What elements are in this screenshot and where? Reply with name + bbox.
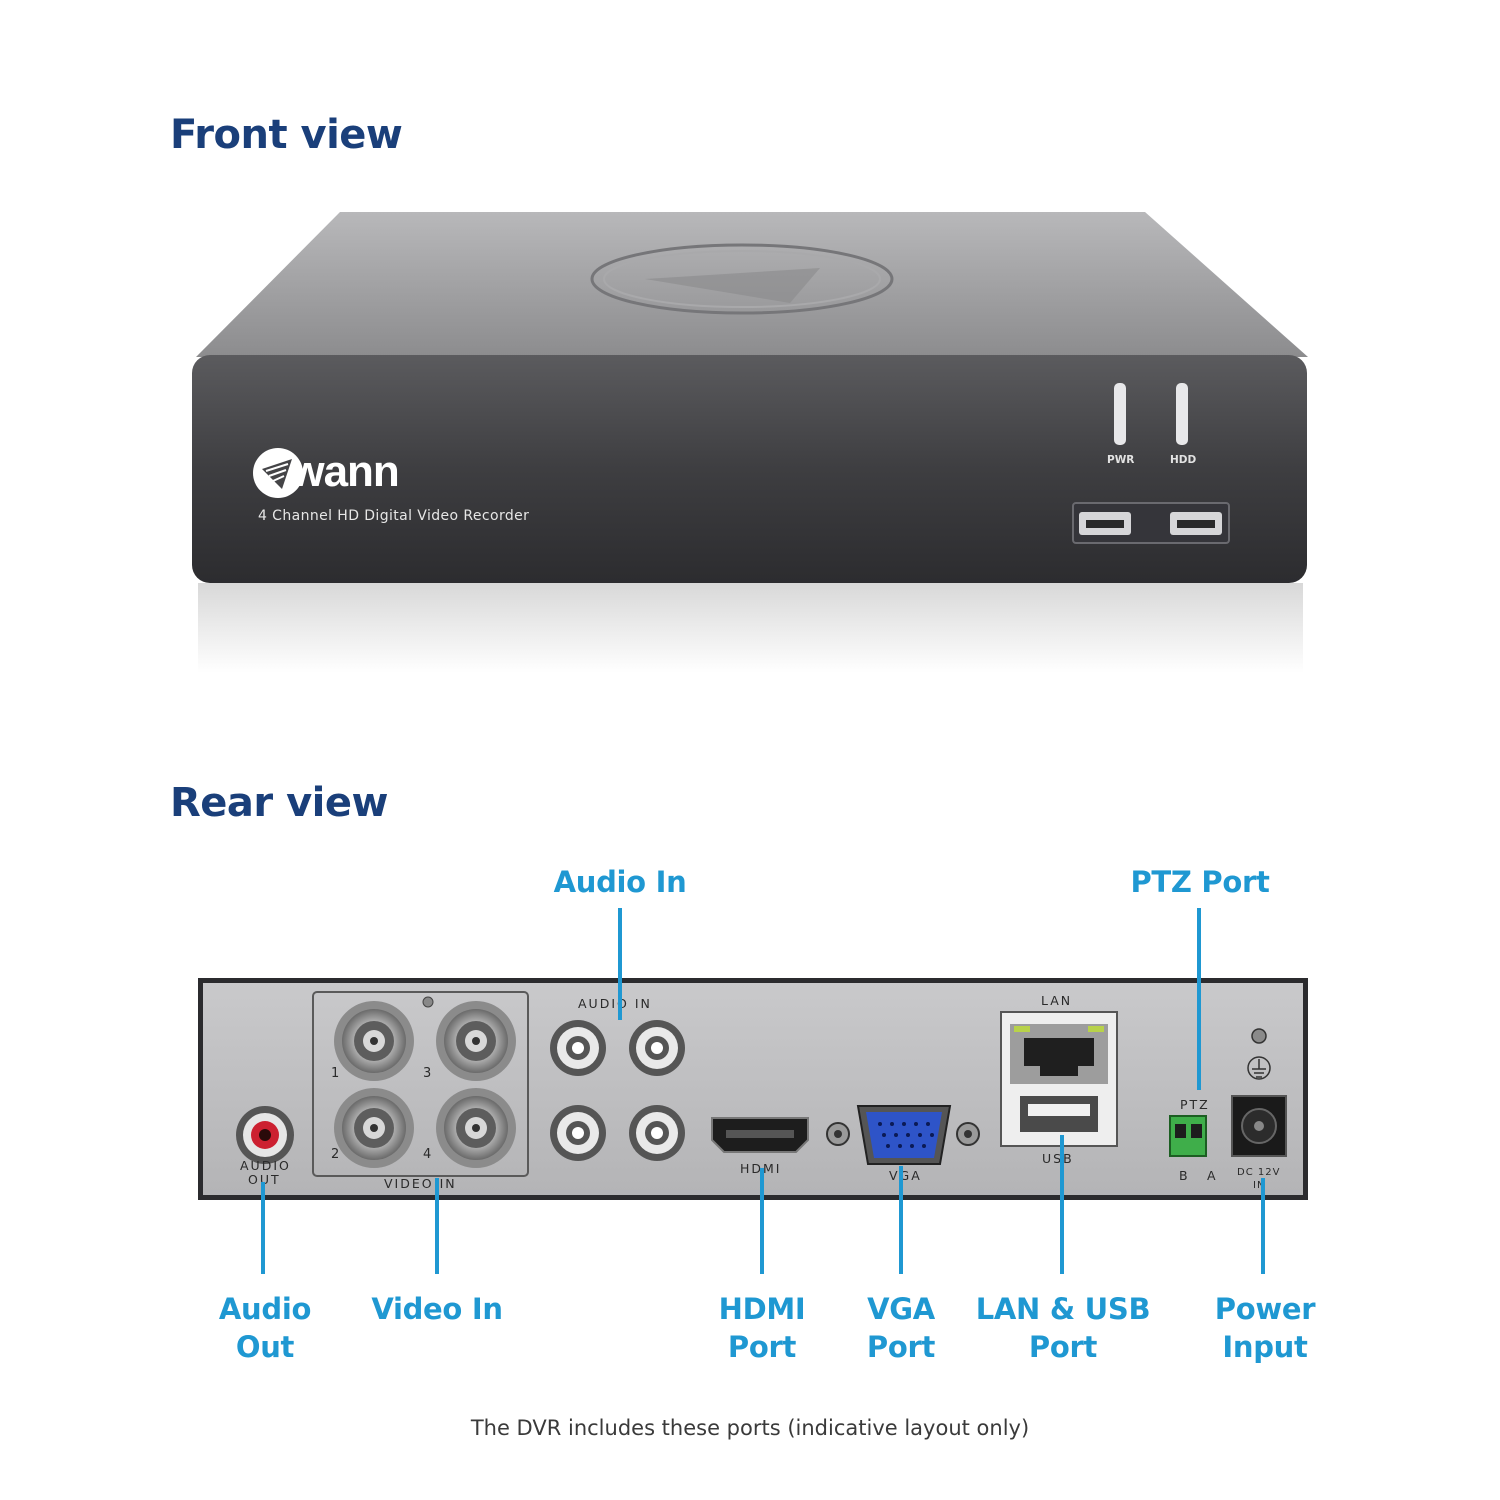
dc-panel-text-1: DC 12V — [1237, 1167, 1281, 1178]
vga-callout-2: Port — [866, 1330, 936, 1364]
audio-in-panel-text: AUDIO IN — [578, 996, 652, 1011]
swann-emblem-icon — [253, 448, 303, 498]
ptz-port-leader-line — [1197, 908, 1201, 1090]
video-in-panel-text: VIDEO IN — [384, 1176, 457, 1191]
dc-panel-text-2: IN — [1253, 1180, 1266, 1191]
lan-usb-callout-2: Port — [1028, 1330, 1098, 1364]
hdmi-callout-2: Port — [727, 1330, 797, 1364]
audio-out-callout-1: Audio — [218, 1292, 312, 1326]
ptz-panel-text: PTZ — [1180, 1097, 1210, 1112]
rear-view-heading: Rear view — [170, 780, 388, 826]
lan-usb-leader-line — [1060, 1135, 1064, 1274]
audio-out-leader-line — [261, 1182, 265, 1274]
ptz-a-panel-text: A — [1207, 1168, 1218, 1183]
dvr-front-image: Swann 4 Channel HD Digital Video Recorde… — [190, 205, 1315, 675]
vga-panel-text: VGA — [889, 1168, 922, 1183]
dvr-rear-panel — [198, 978, 1308, 1200]
video-channel-2: 2 — [331, 1147, 340, 1162]
power-callout-1: Power — [1214, 1292, 1316, 1326]
vga-callout-1: VGA — [867, 1292, 935, 1326]
audio-out-panel-text-1: AUDIO — [240, 1158, 291, 1173]
audio-out-panel-text-2: OUT — [248, 1172, 281, 1187]
front-view-heading: Front view — [170, 112, 403, 158]
lan-panel-text: LAN — [1041, 993, 1073, 1008]
power-callout-2: Input — [1222, 1330, 1308, 1364]
power-leader-line — [1261, 1178, 1265, 1274]
video-channel-3: 3 — [423, 1066, 432, 1081]
audio-in-callout: Audio In — [553, 865, 687, 899]
audio-in-leader-line — [618, 908, 622, 1020]
bnc-connectors — [334, 1001, 516, 1168]
swann-logo: Swann — [252, 447, 400, 498]
video-in-leader-line — [435, 1178, 439, 1274]
vga-leader-line — [899, 1166, 903, 1274]
ptz-b-panel-text: B — [1179, 1168, 1190, 1183]
hdmi-callout-1: HDMI — [718, 1292, 806, 1326]
video-channel-4: 4 — [423, 1147, 432, 1162]
model-label: 4 Channel HD Digital Video Recorder — [258, 508, 530, 524]
hdd-led-label: HDD — [1170, 454, 1197, 466]
footnote-caption: The DVR includes these ports (indicative… — [470, 1416, 1030, 1440]
ptz-port-callout: PTZ Port — [1130, 865, 1270, 899]
usb-panel-text: USB — [1042, 1151, 1074, 1166]
video-in-callout: Video In — [371, 1292, 503, 1326]
hdmi-leader-line — [760, 1168, 764, 1274]
lan-usb-callout-1: LAN & USB — [975, 1292, 1151, 1326]
pwr-led-label: PWR — [1107, 454, 1135, 466]
hdmi-panel-text: HDMI — [740, 1161, 782, 1176]
video-channel-1: 1 — [331, 1066, 340, 1081]
audio-out-callout-2: Out — [235, 1330, 295, 1364]
